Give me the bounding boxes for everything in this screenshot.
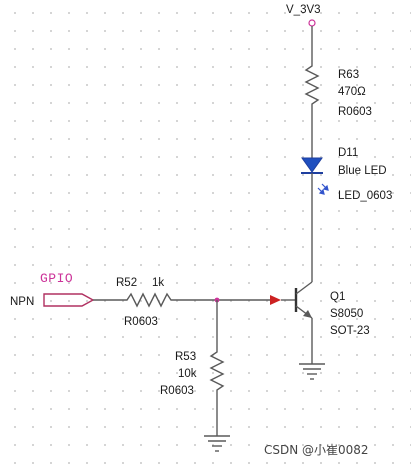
d11-value: Blue LED bbox=[338, 165, 387, 177]
gpio-label: GPIO bbox=[40, 271, 73, 286]
resistor-r52: R52 1k R0603 bbox=[116, 277, 176, 328]
power-port-symbol bbox=[308, 19, 316, 27]
ground-icon-r53 bbox=[204, 435, 230, 452]
r63-value: 470Ω bbox=[338, 86, 366, 98]
emitter-arrow-icon bbox=[303, 310, 312, 318]
r53-package: R0603 bbox=[160, 385, 194, 397]
npn-net-label: NPN bbox=[10, 296, 34, 308]
port-arrow-symbol bbox=[43, 293, 95, 307]
d11-ref: D11 bbox=[338, 147, 358, 159]
led-anode-triangle bbox=[301, 157, 323, 173]
r52-ref: R52 bbox=[116, 277, 137, 289]
ground-icon-q1 bbox=[299, 363, 325, 380]
resistor-r53: R53 10k R0603 bbox=[160, 346, 225, 397]
power-port-v3v3: V_3V3 bbox=[286, 4, 321, 27]
gpio-port: GPIO NPN bbox=[10, 271, 95, 308]
r53-ref: R53 bbox=[175, 351, 196, 363]
r63-package: R0603 bbox=[338, 106, 372, 118]
d11-package: LED_0603 bbox=[338, 190, 392, 202]
transistor-q1: Q1 S8050 SOT-23 bbox=[281, 281, 370, 337]
watermark-text: CSDN @小崔0082 bbox=[264, 443, 369, 457]
r52-package: R0603 bbox=[124, 316, 158, 328]
collector-lead bbox=[295, 281, 313, 295]
q1-ref: Q1 bbox=[330, 291, 345, 303]
resistor-r63: R63 470Ω R0603 bbox=[304, 60, 372, 118]
q1-value: S8050 bbox=[330, 308, 363, 320]
r63-symbol bbox=[304, 60, 320, 110]
led-d11: D11 Blue LED LED_0603 bbox=[301, 147, 392, 202]
r52-value: 1k bbox=[152, 277, 164, 289]
base-pin-arrow-icon bbox=[270, 295, 281, 305]
light-emission-icon bbox=[317, 183, 329, 195]
power-net-label: V_3V3 bbox=[286, 4, 321, 16]
r52-symbol bbox=[122, 292, 176, 308]
r53-value: 10k bbox=[178, 368, 197, 380]
r63-ref: R63 bbox=[338, 69, 359, 81]
q1-package: SOT-23 bbox=[330, 325, 370, 337]
r53-symbol bbox=[209, 346, 225, 396]
